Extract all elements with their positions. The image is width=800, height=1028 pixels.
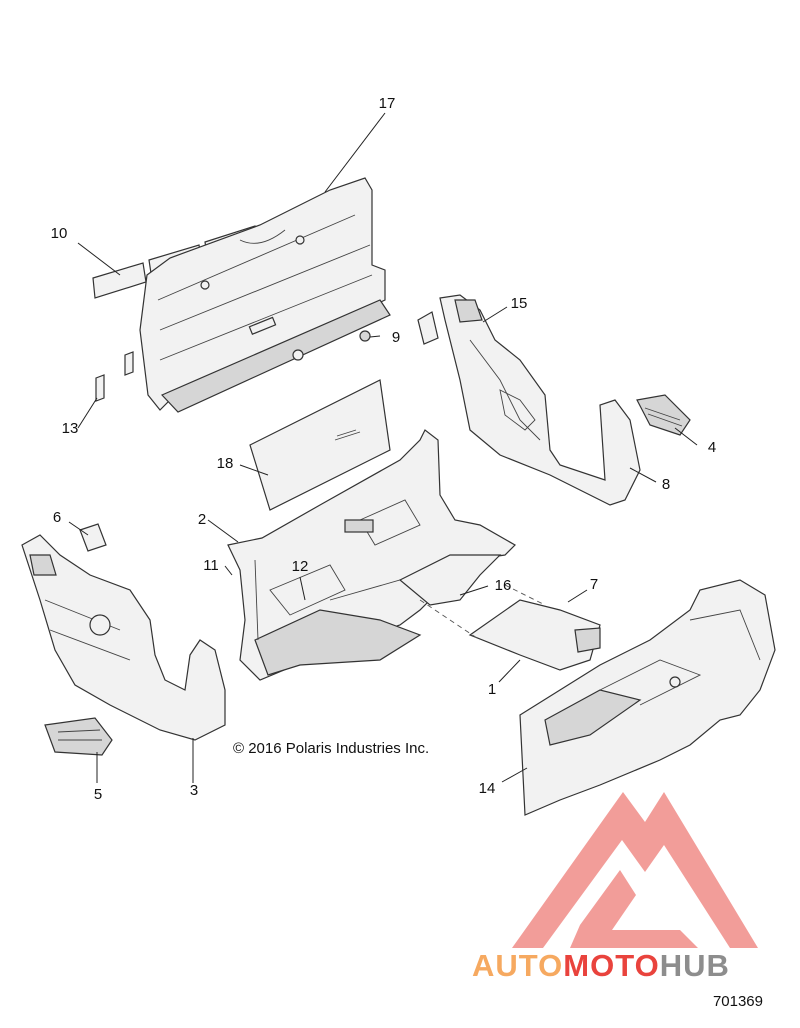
part-8-right-side-panel — [439, 294, 641, 506]
figure-number: 701369 — [713, 993, 763, 1010]
callout-3: 3 — [190, 782, 198, 799]
watermark-moto: MOTO — [563, 948, 659, 983]
part-15-bracket — [417, 311, 439, 345]
part-16-plate — [398, 554, 502, 606]
part-6-bracket — [79, 523, 107, 552]
callout-8: 8 — [662, 476, 670, 493]
callout-11: 11 — [203, 557, 219, 574]
callout-18: 18 — [217, 455, 234, 472]
copyright-notice: © 2016 Polaris Industries Inc. — [233, 740, 429, 757]
part-9-nut — [359, 330, 371, 342]
callout-14: 14 — [479, 780, 496, 797]
callout-10: 10 — [51, 225, 68, 242]
watermark-auto: AUTO — [472, 948, 563, 983]
part-3-left-side-panel — [21, 534, 226, 741]
callout-4: 4 — [708, 439, 716, 456]
callout-labels: 17 10 9 15 4 8 13 18 2 6 11 12 16 7 1 5 … — [51, 95, 717, 803]
callout-7: 7 — [590, 576, 598, 593]
callout-9: 9 — [392, 329, 400, 346]
part-14-front-floor — [519, 579, 776, 816]
part-5-left-step — [44, 717, 113, 756]
watermark-logo — [512, 792, 758, 948]
watermark-text: AUTOMOTOHUB — [472, 948, 730, 983]
callout-15: 15 — [511, 295, 528, 312]
watermark-hub: HUB — [660, 948, 730, 983]
callout-2: 2 — [198, 511, 206, 528]
part-18-floor-mat — [249, 379, 391, 511]
callout-5: 5 — [94, 786, 102, 803]
dashed-leaders — [419, 584, 546, 641]
callout-12: 12 — [292, 558, 309, 575]
part-17-rear-panel — [95, 177, 391, 413]
callout-1: 1 — [488, 681, 496, 698]
callout-13: 13 — [62, 420, 79, 437]
part-1-floor-plate — [468, 599, 601, 671]
callout-17: 17 — [379, 95, 396, 112]
leader-lines — [68, 112, 698, 783]
part-2-main-floor — [227, 429, 516, 681]
callout-6: 6 — [53, 509, 61, 526]
callout-16: 16 — [495, 577, 512, 594]
part-4-right-step — [636, 394, 691, 436]
